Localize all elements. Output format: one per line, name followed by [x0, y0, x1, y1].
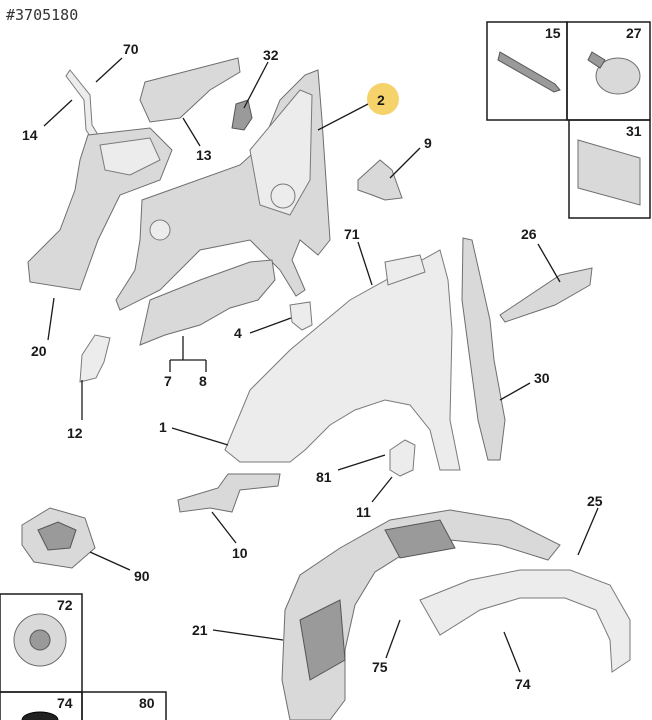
- callout-labels: 70 32 2 14 13 9 71 26 20 4 7 8 30 12 1 8…: [22, 25, 642, 711]
- part-27-push-clip: [587, 51, 641, 95]
- leader-lines: [43, 57, 599, 673]
- callout-15: 15: [545, 25, 561, 41]
- part-10-bracket: [177, 473, 281, 513]
- callout-7: 7: [164, 373, 172, 389]
- callout-4: 4: [234, 325, 242, 341]
- callout-10: 10: [232, 545, 248, 561]
- reference-number: #3705180: [6, 6, 79, 24]
- part-90-pad: [21, 507, 96, 569]
- part-26-trim: [499, 267, 593, 323]
- part-21-wheel-liner: [281, 509, 561, 720]
- callout-31: 31: [626, 123, 642, 139]
- part-30-seal-strip: [461, 237, 506, 461]
- callout-70: 70: [123, 41, 139, 57]
- callout-32: 32: [263, 47, 279, 63]
- callout-14: 14: [22, 127, 38, 143]
- callout-74-inset: 74: [57, 695, 73, 711]
- part-13-reinforcement: [139, 57, 241, 123]
- inset-box-80: [81, 691, 167, 720]
- part-11-81-bracket: [389, 439, 416, 477]
- highlight-part-2: [367, 83, 399, 115]
- callout-1: 1: [159, 419, 167, 435]
- part-1-fender: [224, 249, 461, 471]
- callout-27: 27: [626, 25, 642, 41]
- part-25-arch-trim: [419, 569, 631, 673]
- callout-25: 25: [587, 493, 603, 509]
- callout-2: 2: [377, 92, 385, 108]
- part-15-bolt: [497, 51, 561, 93]
- callout-20: 20: [31, 343, 47, 359]
- part-12-bracket: [79, 334, 111, 383]
- callout-74: 74: [515, 676, 531, 692]
- callout-13: 13: [196, 147, 212, 163]
- callout-81: 81: [316, 469, 332, 485]
- callout-26: 26: [521, 226, 537, 242]
- callout-21: 21: [192, 622, 208, 638]
- part-9-bracket: [357, 159, 403, 201]
- callout-8: 8: [199, 373, 207, 389]
- part-72-nut: [13, 613, 67, 667]
- part-20-inner-panel: [27, 127, 173, 291]
- callout-90: 90: [134, 568, 150, 584]
- inset-box-31: [568, 119, 651, 219]
- callout-12: 12: [67, 425, 83, 441]
- part-7-8-lower-panel: [139, 259, 276, 346]
- part-4-clip: [289, 301, 313, 331]
- callout-72: 72: [57, 597, 73, 613]
- part-74-nut: [21, 711, 59, 720]
- callout-9: 9: [424, 135, 432, 151]
- callout-11: 11: [356, 504, 371, 520]
- part-2-wheel-apron: [115, 69, 331, 311]
- part-31-pad: [577, 139, 641, 206]
- callout-75: 75: [372, 659, 388, 675]
- callout-30: 30: [534, 370, 550, 386]
- callout-71: 71: [344, 226, 360, 242]
- callout-80: 80: [139, 695, 155, 711]
- part-32-clip: [231, 99, 253, 131]
